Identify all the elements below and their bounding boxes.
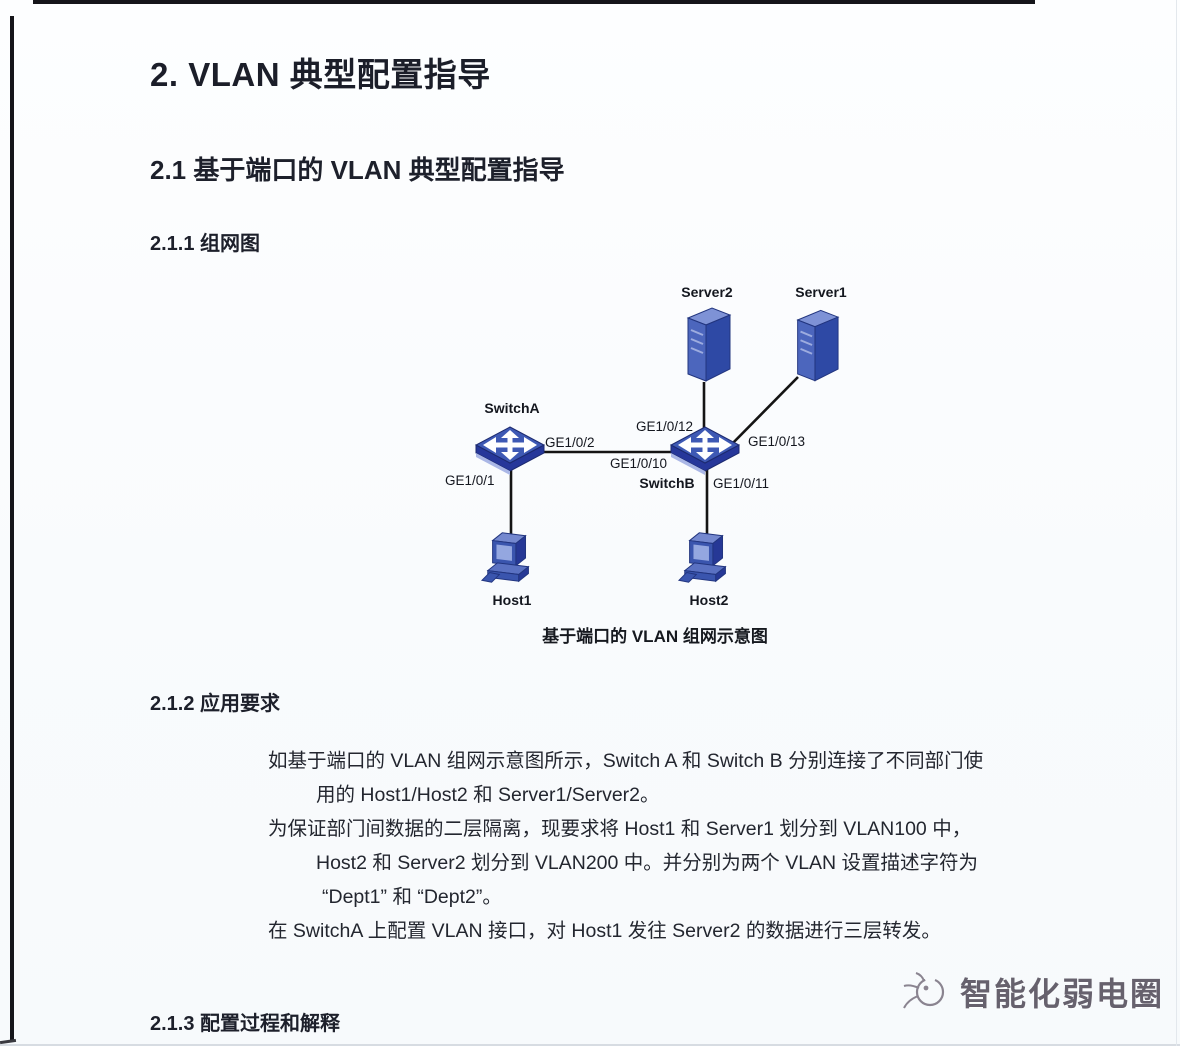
section-2-1-2-heading: 2.1.2 应用要求	[150, 693, 281, 715]
paragraph-line: Host2 和 Server2 划分到 VLAN200 中。并分别为两个 VLA…	[316, 852, 979, 874]
server2-icon	[686, 307, 732, 382]
port-label-ge1-0-1: GE1/0/1	[445, 473, 495, 488]
port-label-ge1-0-11: GE1/0/11	[713, 476, 770, 491]
paragraph-line: “Dept1” 和 “Dept2”。	[322, 886, 502, 908]
watermark-logo-icon	[903, 972, 945, 1009]
host2-icon	[677, 532, 727, 583]
server1-label: Server1	[795, 284, 847, 300]
switch-b-icon	[670, 426, 740, 475]
section-2-1-1-heading: 2.1.1 组网图	[150, 233, 261, 255]
page-border-top	[33, 0, 1035, 4]
port-label-ge1-0-10: GE1/0/10	[610, 456, 668, 471]
switch-a-icon	[475, 426, 545, 475]
section-2-1-3-heading: 2.1.3 配置过程和解释	[150, 1013, 341, 1035]
host2-label: Host2	[689, 592, 729, 608]
host1-label: Host1	[492, 592, 532, 608]
page-border-bottom	[0, 1044, 1180, 1046]
switch-a-label: SwitchA	[484, 400, 540, 416]
section-2-1-heading: 2.1 基于端口的 VLAN 典型配置指导	[150, 155, 565, 185]
port-label-ge1-0-2: GE1/0/2	[545, 435, 595, 450]
host1-icon	[480, 532, 530, 583]
diagram-caption: 基于端口的 VLAN 组网示意图	[542, 627, 768, 646]
watermark: 智能化弱电圈	[898, 966, 1164, 1018]
paragraph-line: 用的 Host1/Host2 和 Server1/Server2。	[316, 784, 660, 806]
page-border-right	[1176, 0, 1177, 1046]
paragraph-line: 为保证部门间数据的二层隔离，现要求将 Host1 和 Server1 划分到 V…	[268, 818, 972, 840]
server2-label: Server2	[681, 284, 733, 300]
watermark-text: 智能化弱电圈	[960, 976, 1165, 1012]
port-label-ge1-0-13: GE1/0/13	[748, 434, 806, 449]
network-topology-diagram: Server2 Server1 SwitchA	[430, 280, 880, 660]
paragraph-line: 在 SwitchA 上配置 VLAN 接口，对 Host1 发往 Server2…	[268, 920, 941, 942]
chapter-title: 2. VLAN 典型配置指导	[150, 56, 491, 93]
page-border-left	[10, 16, 14, 1040]
switch-b-label: SwitchB	[639, 475, 695, 491]
requirements-paragraphs: 如基于端口的 VLAN 组网示意图所示，Switch A 和 Switch B …	[0, 744, 1180, 948]
link-switchb-server1	[725, 376, 799, 451]
paragraph-line: 如基于端口的 VLAN 组网示意图所示，Switch A 和 Switch B …	[268, 750, 984, 772]
server1-icon	[796, 309, 840, 382]
port-label-ge1-0-12: GE1/0/12	[636, 419, 694, 434]
